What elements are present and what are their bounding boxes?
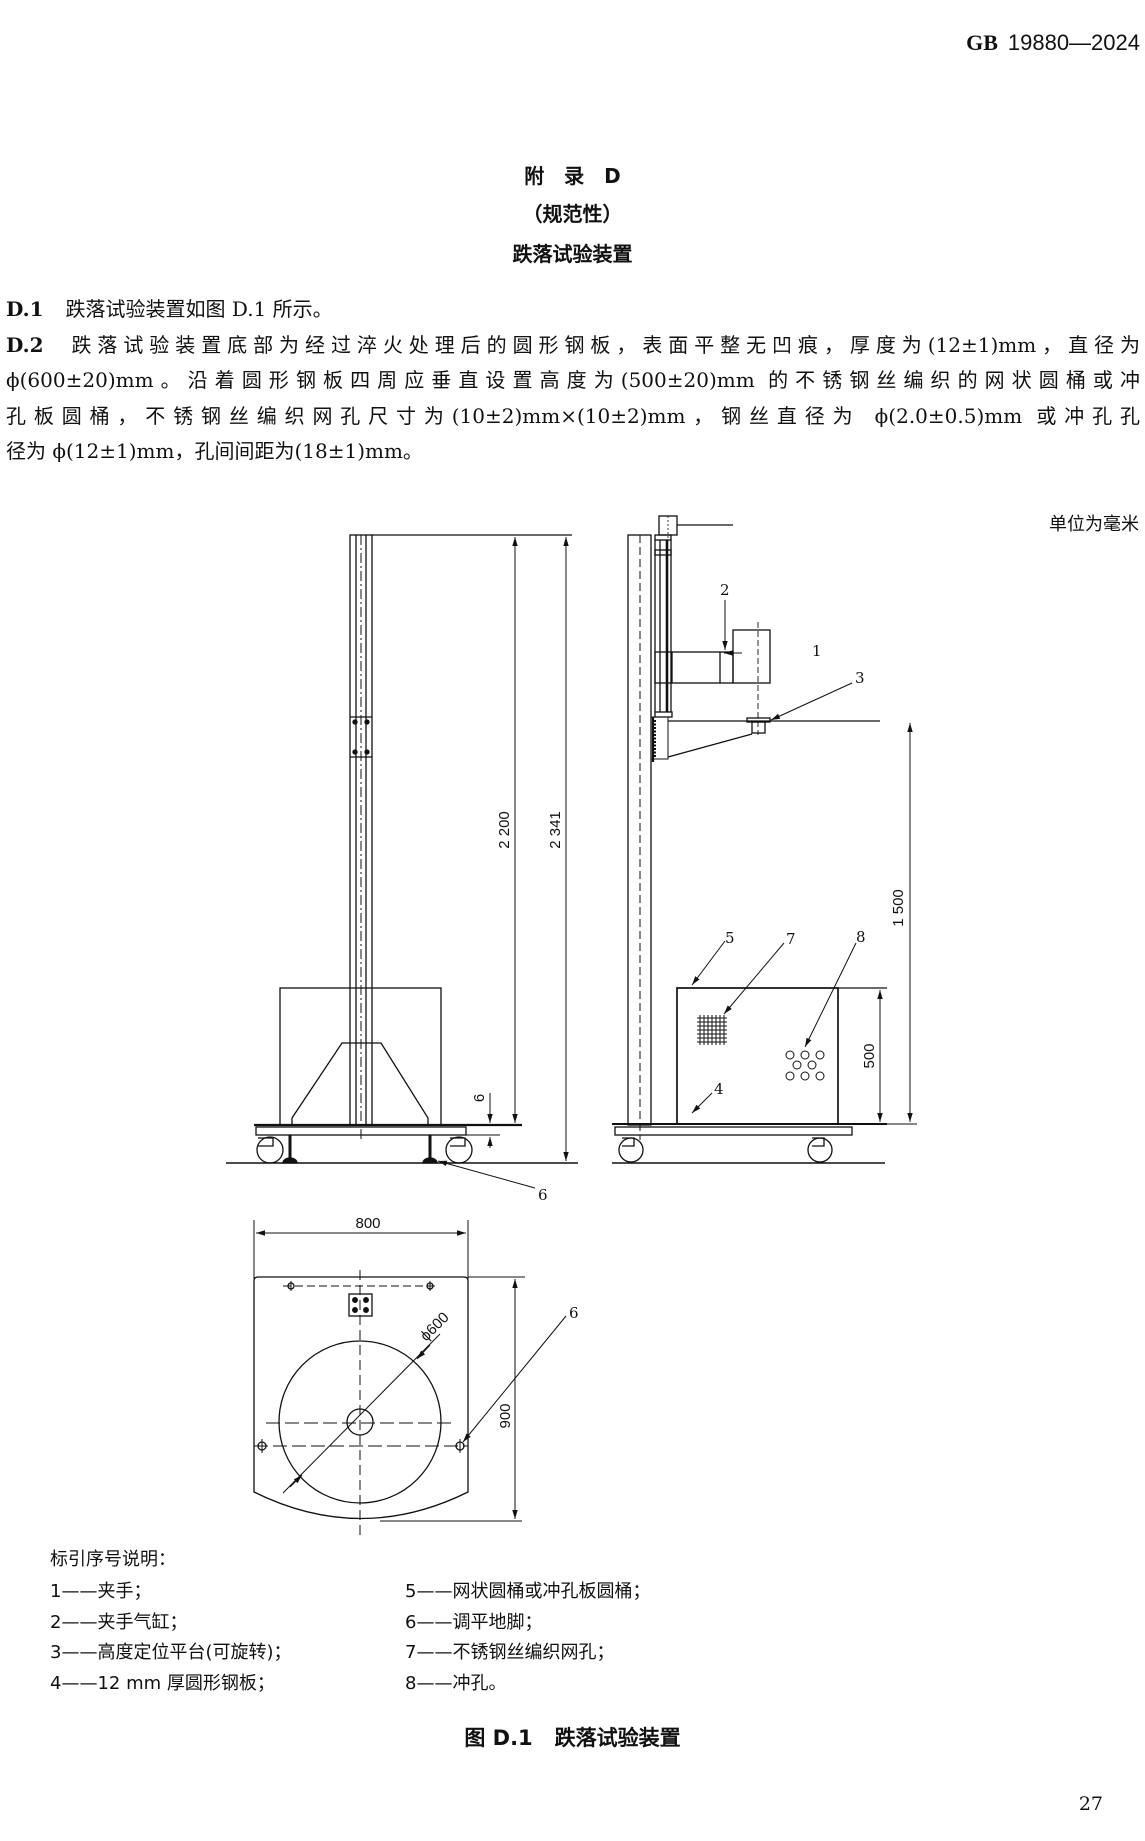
callout-6-elevation: 6 [538, 1186, 548, 1204]
legend-num: 1 [50, 1581, 62, 1603]
legend-row: 3——高度定位平台(可旋转)； 7——不锈钢丝编织网孔； [50, 1636, 850, 1667]
legend-num: 2 [50, 1611, 62, 1633]
dim-800: 800 [355, 1215, 380, 1232]
clause-d2-line: ϕ(600±20)mm。沿着圆形钢板四周应垂直设置高度为(500±20)mm 的… [6, 368, 1140, 392]
unit-note: 单位为毫米 [1049, 514, 1139, 535]
clause-body: D.1 跌落试验装置如图 D.1 所示。 D.2 跌落试验装置底部为经过淬火处理后的… [6, 292, 1140, 470]
dim-2341: 2 341 [547, 811, 564, 849]
annex-name: 跌落试验装置 [512, 242, 633, 266]
clause-number: D.1 [6, 297, 44, 321]
dim-900: 900 [497, 1403, 514, 1428]
callout-6-plan: 6 [569, 1304, 579, 1322]
legend-num: 4 [50, 1672, 62, 1694]
figure-label: 图 D.1 [464, 1726, 533, 1750]
legend-text: ——夹手； [61, 1581, 152, 1603]
legend-text: ——夹手气缸； [61, 1611, 188, 1633]
legend-text: ——调平地脚； [416, 1611, 543, 1633]
legend-item-6: 6——调平地脚； [405, 1608, 760, 1634]
standard-code: GB 19880—2024 [966, 30, 1140, 56]
perforation-holes-icon [785, 1050, 825, 1081]
legend-row: 2——夹手气缸； 6——调平地脚； [50, 1606, 850, 1637]
callout-5: 5 [725, 929, 735, 947]
annex-type: （规范性） [522, 202, 623, 226]
page-number: 27 [1078, 1793, 1103, 1815]
annex-title: 附 录 D [524, 164, 621, 188]
clause-d2-line: 径为 ϕ(12±1)mm，孔间间距为(18±1)mm。 [6, 439, 423, 463]
dim-500: 500 [861, 1043, 878, 1068]
legend-item-1: 1——夹手； [50, 1577, 405, 1603]
legend-text: ——不锈钢丝编织网孔； [416, 1642, 615, 1664]
legend-num: 8 [405, 1672, 417, 1694]
standard-prefix: GB [966, 30, 998, 55]
legend-item-5: 5——网状圆桶或冲孔板圆桶； [405, 1577, 760, 1603]
clause-number: D.2 [6, 332, 44, 357]
standard-number: 19880—2024 [1007, 30, 1140, 55]
legend-item-7: 7——不锈钢丝编织网孔； [405, 1638, 760, 1664]
callout-8: 8 [856, 928, 866, 946]
callout-7: 7 [786, 930, 796, 948]
legend-num: 5 [405, 1581, 417, 1603]
legend: 1——夹手； 5——网状圆桶或冲孔板圆桶； 2——夹手气缸； 6——调平地脚； … [50, 1575, 850, 1697]
callout-4: 4 [714, 1080, 724, 1098]
legend-text: ——高度定位平台(可旋转)； [61, 1642, 292, 1664]
mesh-pattern-icon [697, 1015, 727, 1045]
clause-d2-line: D.2 跌落试验装置底部为经过淬火处理后的圆形钢板，表面平整无凹痕，厚度为(12±… [6, 328, 1140, 364]
plan-view [253, 1220, 567, 1536]
legend-num: 3 [50, 1642, 62, 1664]
clause-d1: D.1 跌落试验装置如图 D.1 所示。 [6, 292, 1140, 328]
dim-1500: 1 500 [890, 889, 907, 927]
legend-item-8: 8——冲孔。 [405, 1669, 760, 1695]
dim-2200: 2 200 [496, 811, 513, 849]
callout-2: 2 [720, 581, 730, 599]
callout-3: 3 [855, 669, 865, 687]
legend-item-2: 2——夹手气缸； [50, 1608, 405, 1634]
legend-num: 6 [405, 1611, 417, 1633]
legend-row: 4——12 mm 厚圆形钢板； 8——冲孔。 [50, 1667, 850, 1698]
legend-text: ——冲孔。 [416, 1672, 507, 1694]
legend-item-3: 3——高度定位平台(可旋转)； [50, 1638, 405, 1664]
legend-text: ——网状圆桶或冲孔板圆桶； [416, 1581, 651, 1603]
callout-1: 1 [812, 642, 822, 660]
front-elevation-view [226, 534, 578, 1189]
legend-item-4: 4——12 mm 厚圆形钢板； [50, 1669, 405, 1695]
clause-d2-line: 孔板圆桶，不锈钢丝编织网孔尺寸为(10±2)mm×(10±2)mm，钢丝直径为 … [6, 403, 1140, 428]
clause-text: 跌落试验装置如图 D.1 所示。 [65, 297, 333, 321]
dim-6: 6 [471, 1094, 488, 1102]
legend-num: 7 [405, 1642, 417, 1664]
side-elevation-view [612, 515, 917, 1164]
legend-row: 1——夹手； 5——网状圆桶或冲孔板圆桶； [50, 1575, 850, 1606]
figure-title: 跌落试验装置 [554, 1726, 681, 1750]
legend-text: ——12 mm 厚圆形钢板； [61, 1672, 275, 1694]
figure-caption: 图 D.1 跌落试验装置 [0, 1722, 1145, 1752]
legend-title: 标引序号说明： [50, 1549, 176, 1570]
clause-text: 跌落试验装置底部为经过淬火处理后的圆形钢板，表面平整无凹痕，厚度为(12±1)m… [65, 332, 1140, 357]
